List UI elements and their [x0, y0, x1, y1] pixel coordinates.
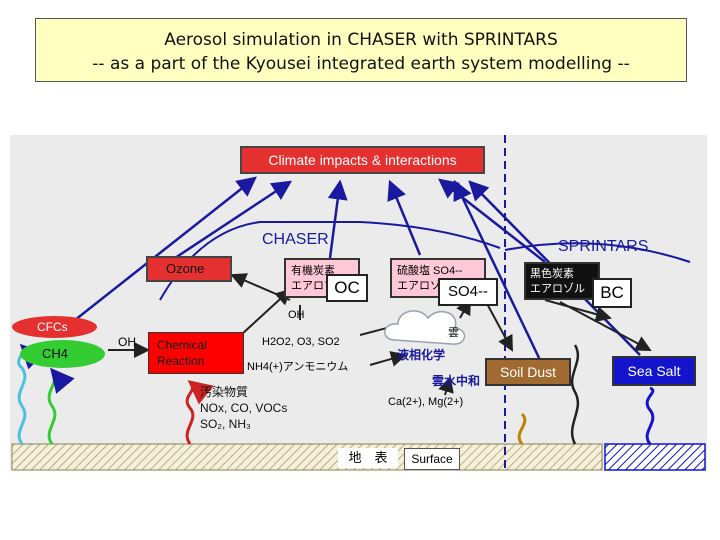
- sprintars-label: SPRINTARS: [558, 238, 649, 255]
- ground-sea: [604, 443, 706, 471]
- so4-to-climate-arrow: [387, 179, 422, 256]
- climate-impacts-box: Climate impacts & interactions: [240, 146, 485, 174]
- dust-to-climate-arrow: [453, 179, 542, 361]
- title-line-1: Aerosol simulation in CHASER with SPRINT…: [164, 30, 558, 50]
- pollutants-title: 汚染物質: [200, 385, 249, 399]
- pollutants-line-2: SO₂, NH₃: [200, 417, 251, 431]
- oh-left-label: OH: [118, 335, 136, 349]
- oc-label: OC: [326, 274, 368, 302]
- cfcs-ellipse: CFCs: [12, 316, 97, 338]
- so4-label: SO4--: [438, 278, 498, 306]
- title-line-2: -- as a part of the Kyousei integrated e…: [92, 54, 630, 74]
- chemical-line-1: Chemical: [157, 338, 208, 352]
- bc-internal-arrow: [544, 299, 612, 322]
- chem-to-ozone-arrow: [230, 273, 291, 301]
- ammonium-label: NH4(+)アンモニウム: [247, 361, 349, 373]
- bc-aerosol-box: 黒色炭素 エアロゾル: [524, 262, 600, 300]
- sea-salt-box: Sea Salt: [612, 356, 696, 386]
- oc-box-line-1: 有機炭素: [291, 265, 335, 277]
- chaser-label: CHASER: [262, 231, 329, 248]
- chemical-reaction-box: Chemical Reaction: [148, 332, 244, 374]
- surface-label: Surface: [404, 448, 460, 470]
- emission-wave-4: [517, 412, 527, 445]
- ammonium-arrow: [369, 351, 407, 367]
- title-box: Aerosol simulation in CHASER with SPRINT…: [35, 18, 687, 82]
- cation-arrow: [438, 376, 454, 396]
- ground-jp-label: 地 表: [338, 448, 398, 468]
- oc-to-climate-arrow: [327, 179, 348, 259]
- emission-wave-2: [47, 367, 75, 445]
- liquid-chemistry-label: 液相化学: [397, 348, 446, 362]
- oxidants-label: H2O2, O3, SO2: [262, 336, 340, 348]
- diagram-panel: [10, 135, 707, 470]
- ground-land: [11, 443, 603, 471]
- bc-to-climate-arrow: [438, 178, 546, 263]
- ozone-box: Ozone: [146, 256, 232, 282]
- soil-dust-box: Soil Dust: [485, 358, 571, 386]
- bc-label: BC: [592, 278, 632, 308]
- bc-box-line-1: 黒色炭素: [530, 268, 574, 280]
- emission-wave-5: [570, 344, 580, 445]
- cloud-label: 雲: [448, 327, 459, 339]
- emission-wave-6: [645, 386, 655, 445]
- bc-box-line-2: エアロゾル: [530, 283, 585, 295]
- so4-to-dust-arrow: [484, 299, 513, 352]
- ozone-to-climate-arrow: [174, 180, 293, 260]
- emission-wave-1: [17, 343, 46, 445]
- ch4-ellipse: CH4: [20, 340, 105, 368]
- pollutants-line-1: NOx, CO, VOCs: [200, 401, 288, 415]
- chemical-line-2: Reaction: [157, 354, 205, 368]
- pollutants-text: 汚染物質 NOx, CO, VOCs SO₂, NH₃: [200, 384, 287, 432]
- bc-to-salt-arrow: [559, 301, 652, 351]
- cloud-icon: [384, 310, 466, 345]
- emission-wave-3: [185, 380, 214, 445]
- cations-label: Ca(2+), Mg(2+): [388, 396, 464, 408]
- cfcs-to-climate-arrow: [74, 176, 257, 321]
- neutralization-label: 雲水中和: [432, 374, 481, 388]
- oh-mid-label: OH: [288, 309, 305, 321]
- so4-box-line-1: 硫酸塩 SO4--: [397, 265, 463, 277]
- sprintars-boundary: [504, 242, 691, 263]
